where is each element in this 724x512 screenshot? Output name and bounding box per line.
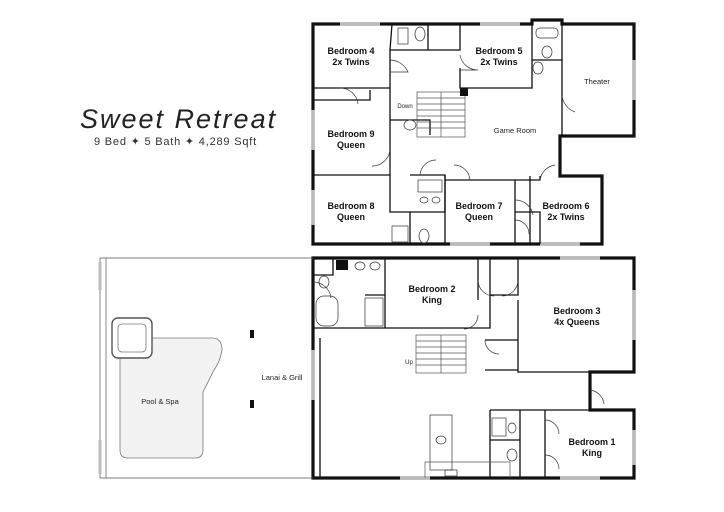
bedroom-1-label: Bedroom 1 [568, 437, 615, 447]
bedroom-2-beds: King [422, 295, 442, 305]
bedroom-8-label: Bedroom 8 [327, 201, 374, 211]
lanai-label: Lanai & Grill [262, 373, 303, 382]
bedroom-9-beds: Queen [337, 140, 365, 150]
upper-floor [311, 18, 636, 246]
lower-stairs [415, 334, 467, 374]
bedroom-4-beds: 2x Twins [332, 57, 369, 67]
bedroom-3-beds: 4x Queens [554, 317, 600, 327]
bedroom-1-beds: King [582, 448, 602, 458]
pool-and-spa [111, 317, 223, 459]
bedroom-7-label: Bedroom 7 [455, 201, 502, 211]
theater-label: Theater [584, 77, 610, 86]
lower-stairs-label: Up [405, 360, 413, 366]
bedroom-6-beds: 2x Twins [547, 212, 584, 222]
bedroom-7-beds: Queen [465, 212, 493, 222]
bedroom-4-label: Bedroom 4 [327, 46, 374, 56]
bedroom-2-label: Bedroom 2 [408, 284, 455, 294]
lanai [98, 257, 313, 479]
upper-stairs-label: Down [397, 104, 412, 110]
bedroom-8-beds: Queen [337, 212, 365, 222]
lower-floor [98, 256, 636, 480]
upper-stairs [416, 88, 468, 138]
page-subtitle: 9 Bed ✦ 5 Bath ✦ 4,289 Sqft [94, 136, 257, 148]
pool-label: Pool & Spa [141, 397, 179, 406]
bedroom-5-beds: 2x Twins [480, 57, 517, 67]
bedroom-6-label: Bedroom 6 [542, 201, 589, 211]
page-title: Sweet Retreat [80, 104, 278, 134]
bedroom-3-label: Bedroom 3 [553, 306, 600, 316]
bedroom-9-label: Bedroom 9 [327, 129, 374, 139]
kitchen [424, 414, 511, 478]
game-room-label: Game Room [494, 126, 537, 135]
bedroom-5-label: Bedroom 5 [475, 46, 522, 56]
